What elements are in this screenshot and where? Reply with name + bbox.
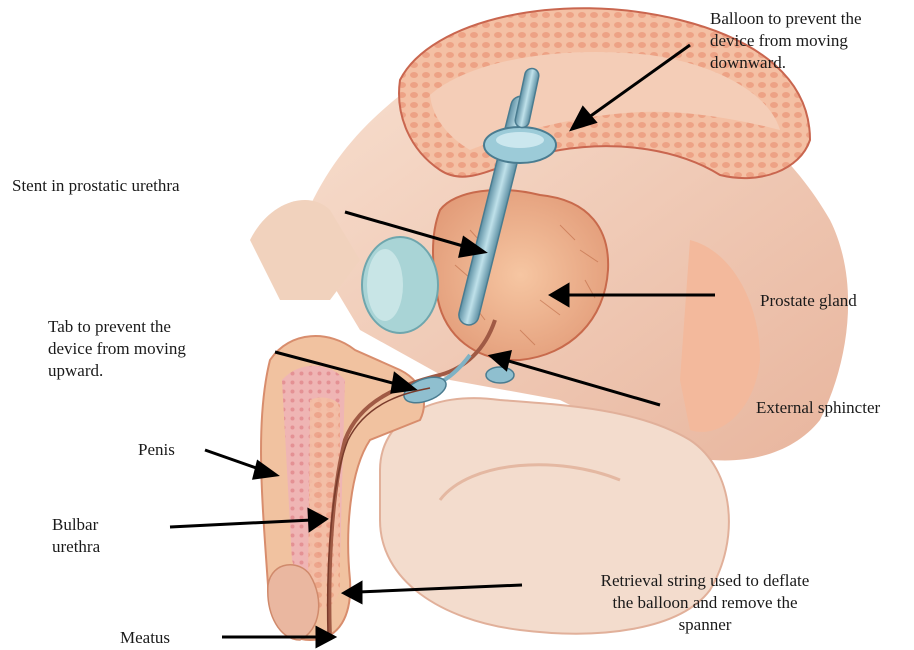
label-penis: Penis bbox=[138, 439, 175, 461]
label-retrieval-string: Retrieval string used to deflate the bal… bbox=[560, 570, 850, 636]
label-external-sphincter: External sphincter bbox=[756, 397, 880, 419]
label-meatus: Meatus bbox=[120, 627, 170, 649]
label-prostate-gland: Prostate gland bbox=[760, 290, 857, 312]
label-balloon: Balloon to prevent the device from movin… bbox=[710, 8, 862, 74]
label-stent: Stent in prostatic urethra bbox=[12, 175, 180, 197]
label-tab: Tab to prevent the device from moving up… bbox=[48, 316, 186, 382]
pubic-bone bbox=[362, 237, 438, 333]
arrow-meatus bbox=[222, 628, 334, 646]
label-bulbar-urethra: Bulbar urethra bbox=[52, 514, 100, 558]
